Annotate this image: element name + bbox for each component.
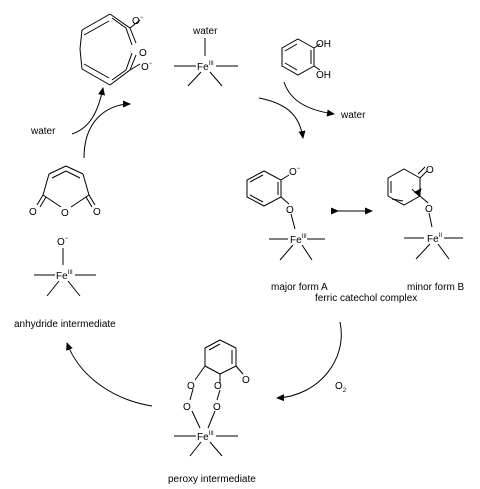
major-form-o-bridge: O xyxy=(286,205,294,216)
anhydride-o-keto-1: O xyxy=(29,207,37,218)
minor-form-metal: FeII xyxy=(427,233,442,245)
electron-push-arrow xyxy=(411,188,422,197)
water-out-label: water xyxy=(340,110,366,121)
arrow-water-to-muconate xyxy=(71,87,105,135)
anhydride-metal: FeIII xyxy=(56,270,73,282)
fe-water-metal: FeIII xyxy=(197,61,214,73)
peroxy-structure xyxy=(174,339,244,457)
o2-label: O2 xyxy=(335,381,347,394)
muconate-structure xyxy=(79,13,141,86)
major-form-o-minus: O− xyxy=(289,166,301,178)
water-in-label: water xyxy=(30,126,56,137)
anhydride-intermediate-label: anhydride intermediate xyxy=(14,319,116,330)
peroxy-o-keto: O xyxy=(242,375,250,386)
major-form-label: major form A xyxy=(271,282,328,293)
arrow-anhydride-to-fe-water xyxy=(83,100,131,159)
muconate-carboxylate-oxygen-2: O− xyxy=(141,61,153,73)
arrow-peroxy-to-anhydride xyxy=(66,342,153,407)
catechol-structure xyxy=(281,38,321,76)
peroxy-o-4: O xyxy=(213,402,221,413)
minor-form-structure xyxy=(387,166,463,260)
arrow-complex-to-peroxy xyxy=(276,321,342,402)
ferric-catechol-complex-label: ferric catechol complex xyxy=(315,293,417,304)
muconate-carbonyl-oxygen-1: O xyxy=(139,48,147,59)
catechol-oh-2: OH xyxy=(316,70,331,81)
peroxy-o-3: O xyxy=(183,402,191,413)
catechol-oh-1: OH xyxy=(316,39,331,50)
peroxy-intermediate-label: peroxy intermediate xyxy=(168,474,256,485)
peroxy-o-2: O xyxy=(214,381,222,392)
anhydride-o-keto-2: O xyxy=(93,207,101,218)
minor-form-o-keto: O xyxy=(426,165,434,176)
minor-form-label: minor form B xyxy=(407,282,465,293)
anhydride-o-ring: O xyxy=(61,208,69,219)
peroxy-o-1: O xyxy=(187,381,195,392)
minor-form-o-bridge: O xyxy=(425,204,433,215)
arrow-fe-water-to-complex xyxy=(258,97,306,139)
peroxy-metal: FeIII xyxy=(197,431,214,443)
anhydride-o-minus: O− xyxy=(57,236,69,248)
arrow-water-out xyxy=(283,81,335,117)
major-form-metal: FeIII xyxy=(290,234,307,246)
fe-water-bonds xyxy=(174,38,238,87)
fe-water-ligand-label: water xyxy=(192,26,218,37)
major-form-structure xyxy=(246,170,325,261)
anhydride-structure xyxy=(34,165,96,297)
muconate-carboxylate-oxygen-1: O− xyxy=(132,15,144,27)
